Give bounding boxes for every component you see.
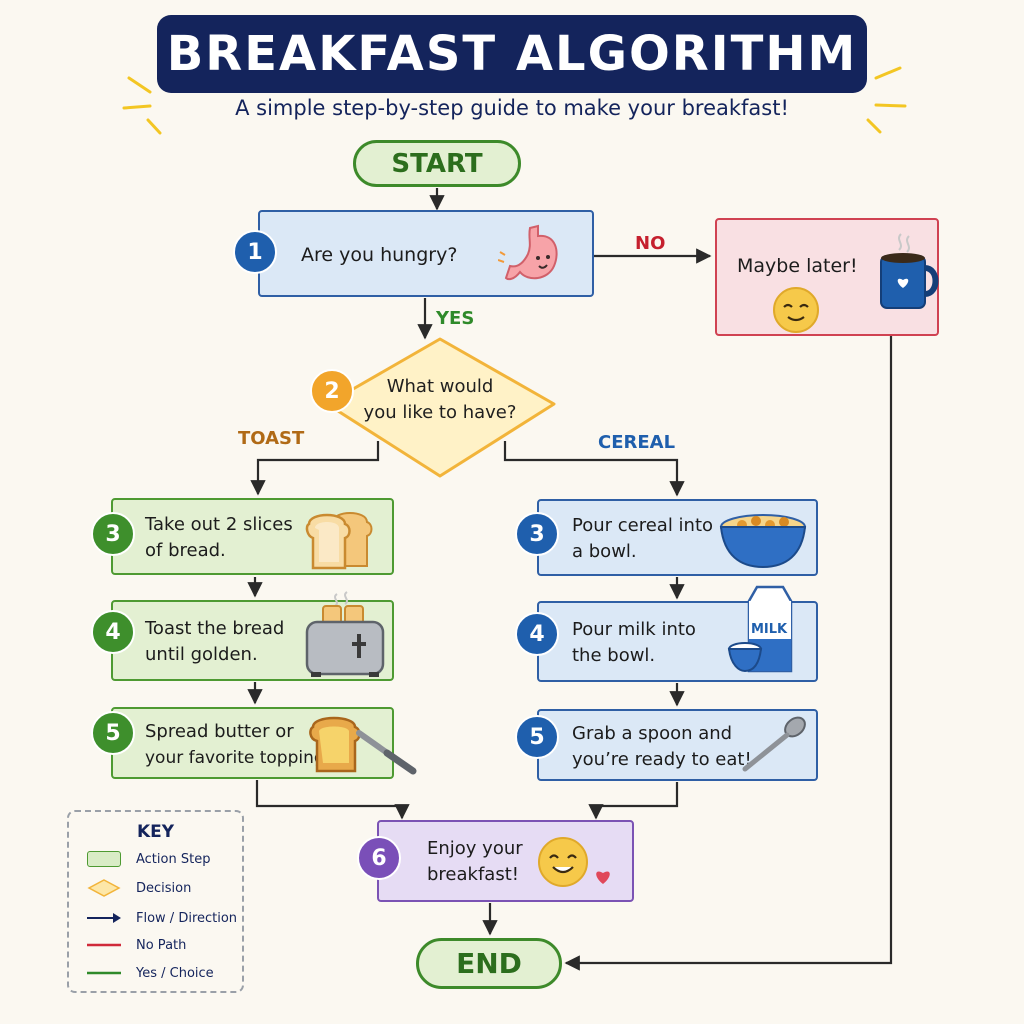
end-label: END: [456, 947, 522, 980]
cereal-step-3-line-1: Pour cereal into: [572, 515, 714, 536]
buttered-toast-icon: [307, 713, 419, 783]
start-label: START: [391, 148, 483, 179]
title-banner: BREAKFAST ALGORITHM: [157, 15, 867, 93]
legend-key: KEY Action Step Decision Flow / Directio…: [67, 810, 244, 993]
step-number-badge: 4: [91, 610, 135, 654]
arrow-toast-branch: [250, 441, 380, 496]
decision-swatch: [87, 879, 121, 897]
toast-step-4-line-1: Toast the bread: [145, 618, 285, 639]
toast-step-4: Toast the bread until golden.: [111, 591, 394, 681]
toast-step-3-line-2: of bread.: [145, 540, 226, 561]
key-title: KEY: [136, 822, 175, 842]
cereal-step-5-line-1: Grab a spoon and: [572, 723, 733, 744]
key-item-action-step: Action Step: [87, 851, 210, 867]
cereal-step-4-line-2: the bowl.: [572, 645, 656, 666]
page-title: BREAKFAST ALGORITHM: [166, 26, 858, 82]
smiley-icon: [769, 286, 827, 338]
key-item-label: Flow / Direction: [136, 910, 238, 926]
bread-icon: [303, 508, 389, 574]
decision-line-2: you like to have?: [363, 402, 517, 423]
step-number-badge: 1: [233, 230, 277, 274]
cereal-step-5: Grab a spoon and you’re ready to eat!: [537, 709, 818, 781]
step-enjoy-line-2: breakfast!: [427, 864, 519, 885]
arrow-toast-to-enjoy: [255, 780, 410, 820]
toast-branch-label: TOAST: [238, 428, 305, 449]
cereal-step-4-text: Pour milk into the bowl.: [572, 617, 696, 669]
decision-text: What would you like to have?: [350, 374, 530, 426]
cereal-step-4-line-1: Pour milk into: [572, 619, 696, 640]
step-maybe-later-text: Maybe later!: [737, 255, 858, 277]
arrow-maybe-later-to-end: [564, 336, 893, 971]
key-item-no-path: No Path: [87, 937, 186, 953]
spoon-icon: [737, 715, 809, 781]
coffee-mug-icon: [875, 228, 941, 322]
stomach-icon: [497, 222, 566, 290]
no-path-swatch: [87, 937, 121, 953]
key-item-label: Yes / Choice: [136, 965, 214, 981]
toast-step-5-line-2: your favorite topping.: [145, 748, 331, 768]
action-step-swatch: [87, 851, 121, 867]
step-number-badge: 5: [91, 711, 135, 755]
decision-line-1: What would: [386, 376, 494, 397]
step-number-badge: 3: [515, 512, 559, 556]
decision-diamond: [325, 337, 556, 478]
step-enjoy-line-1: Enjoy your: [427, 838, 523, 859]
step-enjoy: Enjoy your breakfast!: [377, 820, 634, 902]
key-item-label: Decision: [136, 880, 192, 896]
toast-step-4-line-2: until golden.: [145, 644, 258, 665]
key-item-yes-choice: Yes / Choice: [87, 965, 214, 981]
svg-text:MILK: MILK: [751, 622, 788, 637]
step-number-badge: 3: [91, 512, 135, 556]
toast-step-5-text: Spread butter or your favorite topping.: [145, 719, 330, 771]
milk-carton-icon: MILK: [727, 579, 807, 683]
cereal-step-5-text: Grab a spoon and you’re ready to eat!: [572, 721, 752, 773]
start-terminal: START: [353, 140, 521, 187]
no-branch-label: NO: [635, 233, 666, 254]
key-item-flow: Flow / Direction: [87, 910, 237, 926]
toast-step-5-line-1: Spread butter or: [145, 721, 294, 742]
key-item-label: No Path: [136, 937, 187, 953]
cereal-step-3: Pour cereal into a bowl.: [537, 499, 818, 576]
step-number-badge: 4: [515, 612, 559, 656]
toast-step-3-text: Take out 2 slices of bread.: [145, 512, 293, 564]
yes-path-swatch: [87, 965, 121, 981]
flow-arrow-swatch: [87, 910, 121, 926]
step-number-badge: 6: [357, 836, 401, 880]
smiley-icon: [537, 836, 617, 894]
page-subtitle: A simple step-by-step guide to make your…: [235, 96, 789, 120]
step-number-badge: 5: [515, 715, 559, 759]
end-terminal: END: [416, 938, 562, 989]
toast-step-5: Spread butter or your favorite topping.: [111, 707, 417, 779]
toast-step-3: Take out 2 slices of bread.: [111, 498, 394, 575]
cereal-bowl-icon: [718, 509, 808, 575]
toaster-icon: [301, 588, 389, 684]
step-hungry-text: Are you hungry?: [301, 244, 458, 266]
step-enjoy-text: Enjoy your breakfast!: [427, 836, 523, 888]
yes-branch-label: YES: [436, 308, 475, 329]
decision-number-badge: 2: [310, 369, 354, 413]
cereal-step-3-text: Pour cereal into a bowl.: [572, 513, 713, 565]
arrow-cereal-branch: [503, 441, 685, 497]
toast-step-4-text: Toast the bread until golden.: [145, 616, 284, 668]
key-item-decision: Decision: [87, 879, 192, 897]
step-hungry: Are you hungry?: [258, 210, 594, 297]
key-item-label: Action Step: [136, 851, 211, 867]
arrow-cereal-to-enjoy: [588, 782, 679, 820]
cereal-branch-label: CEREAL: [598, 432, 676, 453]
toast-step-3-line-1: Take out 2 slices: [145, 514, 293, 535]
step-maybe-later: Maybe later!: [715, 218, 939, 336]
sparkle-decoration: [122, 66, 907, 135]
cereal-step-4: Pour milk into the bowl. MILK: [537, 585, 818, 682]
cereal-step-3-line-2: a bowl.: [572, 541, 637, 562]
cereal-step-5-line-2: you’re ready to eat!: [572, 749, 752, 770]
